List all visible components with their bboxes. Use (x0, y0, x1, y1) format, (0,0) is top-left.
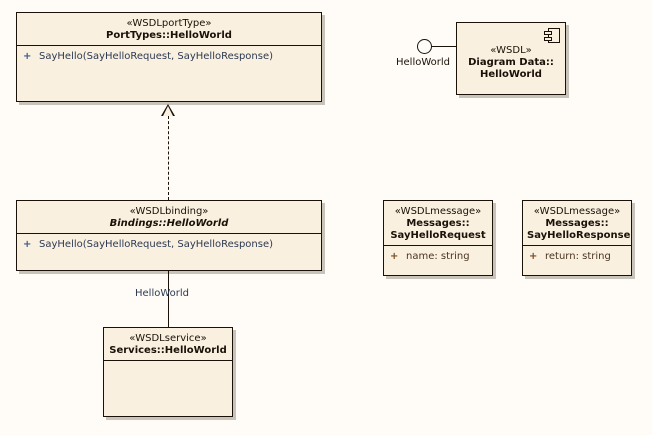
component-header: «WSDL» Diagram Data:: HelloWorld (457, 23, 565, 85)
operations-compartment: + SayHello(SayHelloRequest, SayHelloRespo… (17, 46, 321, 64)
component-icon-tab-top (544, 31, 552, 35)
operations-compartment: + SayHello(SayHelloRequest, SayHelloRespo… (17, 234, 321, 252)
class-bindings-helloworld[interactable]: «WSDLbinding» Bindings::HelloWorld + SayH… (16, 200, 322, 271)
provided-interface-line[interactable] (432, 46, 456, 47)
class-header: «WSDLmessage» Messages:: SayHelloRequest (384, 201, 492, 246)
component-name-line1: Diagram Data:: (468, 56, 554, 68)
provided-interface-label: HelloWorld (396, 57, 451, 68)
class-name-line2: SayHelloResponse (527, 229, 631, 241)
class-header: «WSDLbinding» Bindings::HelloWorld (17, 201, 321, 234)
provided-interface-icon[interactable] (417, 39, 432, 54)
class-name-label: PortTypes::HelloWorld (106, 29, 232, 41)
attribute-row[interactable]: + name: string (386, 251, 490, 262)
class-porttypes-helloworld[interactable]: «WSDLportType» PortTypes::HelloWorld + Sa… (16, 12, 322, 102)
stereotype-label: «WSDLbinding» (129, 206, 209, 217)
operations-compartment (104, 361, 232, 368)
class-name-label: Services::HelloWorld (109, 344, 227, 356)
visibility-marker: + (23, 239, 32, 250)
class-name-line1: Messages:: (545, 217, 609, 229)
stereotype-label: «WSDL» (490, 45, 532, 56)
visibility-marker: + (390, 251, 399, 262)
realization-arrowhead-fill (162, 106, 173, 116)
attributes-compartment: + return: string (523, 246, 631, 264)
stereotype-label: «WSDLportType» (126, 18, 212, 29)
operation-signature: SayHello(SayHelloRequest, SayHelloRespon… (39, 239, 274, 250)
class-services-helloworld[interactable]: «WSDLservice» Services::HelloWorld (103, 327, 233, 417)
stereotype-label: «WSDLservice» (129, 333, 207, 344)
class-header: «WSDLmessage» Messages:: SayHelloRespons… (523, 201, 631, 246)
component-icon-tab-bottom (544, 37, 552, 41)
attributes-compartment: + name: string (384, 246, 492, 264)
class-header: «WSDLportType» PortTypes::HelloWorld (17, 13, 321, 46)
class-name-line2: SayHelloRequest (390, 229, 486, 241)
attribute-row[interactable]: + return: string (525, 251, 629, 262)
class-header: «WSDLservice» Services::HelloWorld (104, 328, 232, 361)
component-diagram-data-helloworld[interactable]: «WSDL» Diagram Data:: HelloWorld (456, 22, 566, 95)
component-icon (544, 28, 560, 43)
class-messages-sayhellorequest[interactable]: «WSDLmessage» Messages:: SayHelloRequest… (383, 200, 493, 276)
stereotype-label: «WSDLmessage» (394, 206, 482, 217)
operation-row[interactable]: + SayHello(SayHelloRequest, SayHelloRespo… (19, 239, 319, 250)
attribute-text: name: string (406, 251, 470, 262)
realization-line[interactable] (168, 116, 169, 200)
class-name-line1: Messages:: (406, 217, 470, 229)
operation-signature: SayHello(SayHelloRequest, SayHelloRespon… (39, 51, 274, 62)
visibility-marker: + (529, 251, 538, 262)
operation-row[interactable]: + SayHello(SayHelloRequest, SayHelloRespo… (19, 51, 319, 62)
visibility-marker: + (23, 51, 32, 62)
attribute-text: return: string (545, 251, 611, 262)
association-label: HelloWorld (135, 288, 190, 299)
class-messages-sayhelloresponse[interactable]: «WSDLmessage» Messages:: SayHelloRespons… (522, 200, 632, 276)
class-name-label: Bindings::HelloWorld (109, 217, 229, 229)
component-name-line2: HelloWorld (480, 68, 542, 80)
stereotype-label: «WSDLmessage» (533, 206, 621, 217)
association-line-binding-service[interactable] (168, 271, 169, 327)
